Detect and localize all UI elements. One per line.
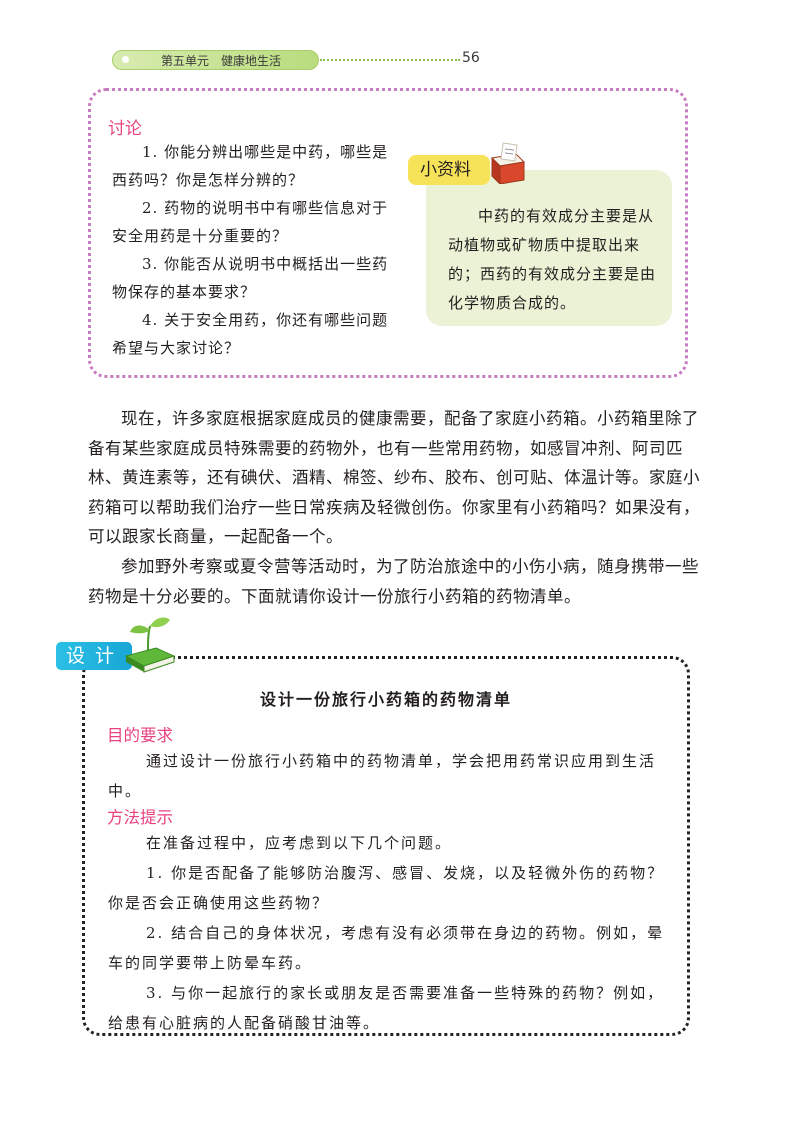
method-item-2: 2. 结合自己的身体状况，考虑有没有必须带在身边的药物。例如，晕车的同学要带上防… xyxy=(108,924,665,972)
header-pill: 第五单元健康地生活 xyxy=(112,50,319,70)
unit-title: 健康地生活 xyxy=(221,54,282,68)
header-dotted-leader xyxy=(320,59,460,61)
goal-text: 通过设计一份旅行小药箱中的药物清单，学会把用药常识应用到生活中。 xyxy=(108,752,657,800)
body-paragraph-2: 参加野外考察或夏令营等活动时，为了防治旅途中的小伤小病，随身携带一些药物是十分必… xyxy=(88,557,699,606)
header-unit-title: 第五单元健康地生活 xyxy=(161,52,281,69)
unit-label: 第五单元 xyxy=(161,54,210,68)
info-text: 中药的有效成分主要是从动植物或矿物质中提取出来的；西药的有效成分主要是由化学物质… xyxy=(448,207,657,312)
discussion-question-4: 4. 关于安全用药，你还有哪些问题希望与大家讨论？ xyxy=(112,311,389,357)
file-box-icon xyxy=(490,142,526,184)
design-tag: 设计 xyxy=(56,642,132,670)
design-title: 设计一份旅行小药箱的药物清单 xyxy=(259,690,512,709)
page-number: 56 xyxy=(462,50,480,66)
design-box xyxy=(82,656,690,1036)
book-sprout-icon xyxy=(124,617,176,673)
discussion-question-3: 3. 你能否从说明书中概括出一些药物保存的基本要求？ xyxy=(112,255,389,301)
discussion-box xyxy=(88,88,688,378)
discussion-title: 讨论 xyxy=(108,119,142,139)
info-card xyxy=(426,170,672,326)
header-dot-icon xyxy=(122,56,129,63)
goal-label: 目的要求 xyxy=(107,726,173,745)
method-item-1: 1. 你是否配备了能够防治腹泻、感冒、发烧，以及轻微外伤的药物？你是否会正确使用… xyxy=(108,864,665,912)
discussion-question-1: 1. 你能分辨出哪些是中药，哪些是西药吗？你是怎样分辨的？ xyxy=(112,143,389,189)
method-intro: 在准备过程中，应考虑到以下几个问题。 xyxy=(146,834,453,852)
method-item-3: 3. 与你一起旅行的家长或朋友是否需要准备一些特殊的药物？例如，给患有心脏病的人… xyxy=(108,984,665,1032)
info-label: 小资料 xyxy=(408,155,490,185)
discussion-question-2: 2. 药物的说明书中有哪些信息对于安全用药是十分重要的？ xyxy=(112,199,389,245)
method-label: 方法提示 xyxy=(107,808,173,827)
body-paragraph-1: 现在，许多家庭根据家庭成员的健康需要，配备了家庭小药箱。小药箱里除了备有某些家庭… xyxy=(88,409,700,546)
page-header: 第五单元健康地生活 56 xyxy=(112,46,480,72)
